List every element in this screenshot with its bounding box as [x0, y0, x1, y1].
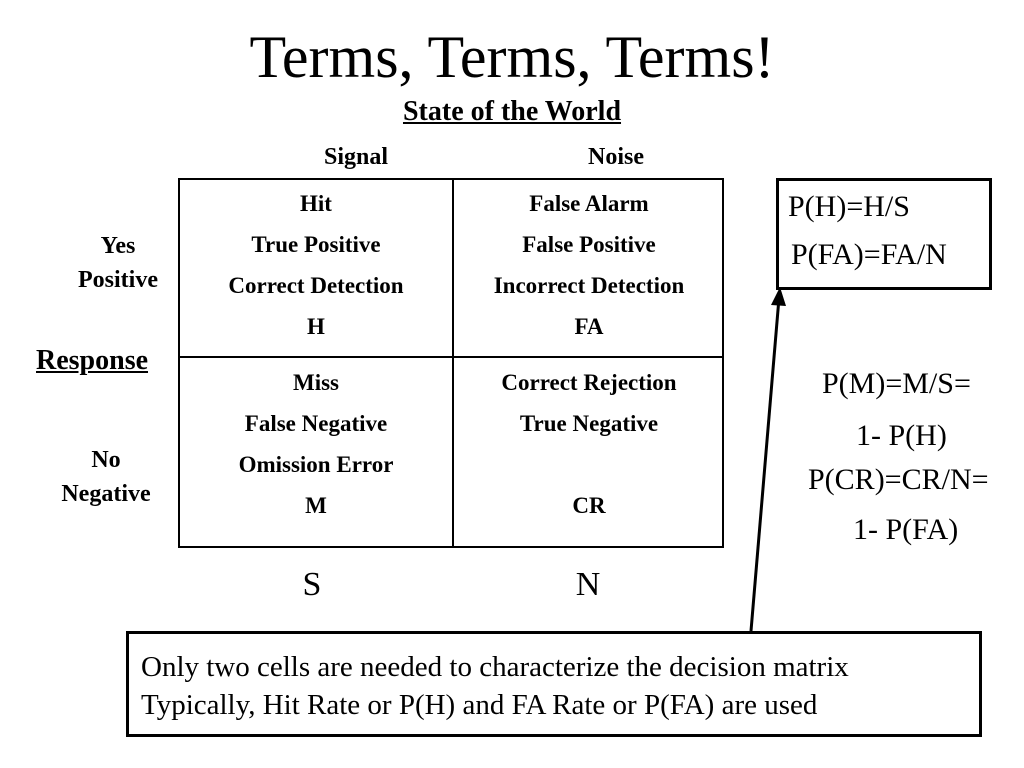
row-label-no-line: Negative	[61, 481, 151, 507]
cell-miss-line: False Negative	[244, 411, 388, 436]
miss-rate-complement: 1- P(H)	[856, 419, 947, 452]
noise-column-header: Noise	[588, 144, 644, 170]
row-label-no: No Negative	[46, 443, 166, 511]
hit-rate-formula: P(H)=H/S	[788, 190, 910, 223]
cell-hit-line: Correct Detection	[228, 273, 404, 298]
row-label-yes-line: Yes	[100, 233, 136, 259]
matrix-vertical-divider	[452, 178, 454, 548]
rate-formula-box: P(H)=H/S P(FA)=FA/N	[776, 178, 992, 290]
row-label-yes: Yes Positive	[58, 229, 178, 297]
cell-correct-rejection: Correct Rejection True Negative CR	[454, 362, 724, 526]
noise-total-label: N	[575, 566, 601, 603]
cell-hit: Hit True Positive Correct Detection H	[180, 183, 452, 347]
state-of-world-heading: State of the World	[402, 96, 622, 127]
decision-matrix	[178, 178, 724, 548]
note-line: Typically, Hit Rate or P(H) and FA Rate …	[141, 689, 818, 721]
cell-hit-line: H	[307, 314, 325, 339]
response-label: Response	[36, 345, 149, 376]
note-box: Only two cells are needed to characteriz…	[126, 631, 982, 737]
cell-false-alarm-line: False Positive	[522, 232, 656, 257]
cell-hit-line: True Positive	[251, 232, 381, 257]
cell-hit-line: Hit	[300, 191, 332, 216]
cell-miss-line: Omission Error	[238, 452, 394, 477]
cell-miss: Miss False Negative Omission Error M	[180, 362, 452, 526]
cell-correct-rejection-line: CR	[572, 493, 606, 518]
cell-miss-line: Miss	[293, 370, 339, 395]
correct-rejection-rate-formula: P(CR)=CR/N=	[808, 463, 989, 496]
cell-correct-rejection-line: Correct Rejection	[501, 370, 677, 395]
miss-rate-formula: P(M)=M/S=	[822, 367, 971, 400]
note-line: Only two cells are needed to characteriz…	[141, 651, 849, 683]
cell-correct-rejection-line: True Negative	[519, 411, 659, 436]
cell-false-alarm: False Alarm False Positive Incorrect Det…	[454, 183, 724, 347]
matrix-horizontal-divider	[178, 356, 724, 358]
signal-column-header: Signal	[323, 144, 389, 170]
false-alarm-rate-formula: P(FA)=FA/N	[791, 238, 947, 271]
cell-miss-line: M	[305, 493, 327, 518]
cell-false-alarm-line: Incorrect Detection	[493, 273, 685, 298]
row-label-yes-line: Positive	[78, 267, 158, 293]
cell-false-alarm-line: FA	[574, 314, 604, 339]
correct-rejection-rate-complement: 1- P(FA)	[853, 513, 959, 546]
slide-title: Terms, Terms, Terms!	[249, 24, 775, 90]
signal-total-label: S	[302, 566, 322, 603]
row-label-no-line: No	[91, 447, 121, 473]
cell-false-alarm-line: False Alarm	[529, 191, 649, 216]
